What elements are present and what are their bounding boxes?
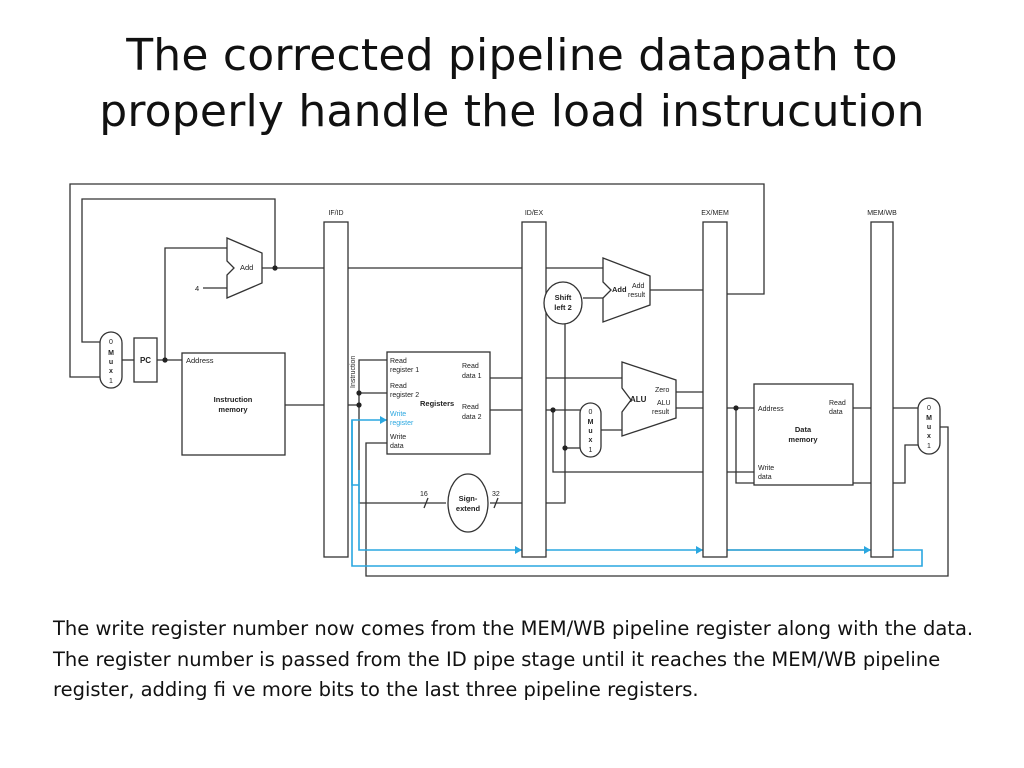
svg-text:left 2: left 2 [554,303,572,312]
pc-label: PC [140,356,151,365]
svg-text:u: u [927,424,931,431]
svg-text:register: register [390,420,414,427]
svg-text:Add: Add [632,283,645,290]
svg-text:Instruction: Instruction [214,395,253,404]
svg-text:0: 0 [927,405,931,412]
title-line-2: properly handle the load instrucution [99,86,925,137]
alu-mux: 0 M u x 1 [579,402,602,458]
pc-adder: Add 4 [195,237,263,299]
svg-text:register 1: register 1 [390,367,419,374]
branch-adder: Add Add result [602,257,651,323]
exmem-register [702,221,728,558]
svg-text:M: M [588,419,594,426]
slide-title: The corrected pipeline datapath to prope… [0,28,1024,140]
alu: ALU Zero ALU result [621,361,677,437]
write-register-path [351,416,923,567]
alu-label: ALU [630,395,647,404]
exmem-label: EX/MEM [701,210,729,217]
svg-text:Data: Data [795,425,812,434]
svg-text:M: M [108,350,114,357]
svg-text:1: 1 [589,447,593,454]
pc-mux: 0 M u x 1 [99,331,123,389]
svg-text:memory: memory [218,405,248,414]
svg-text:data 1: data 1 [462,373,482,380]
svg-text:x: x [109,368,113,375]
branch-feedback-wire [69,183,765,378]
bits-32: 32 [492,491,500,498]
pc-to-adder-wire [164,247,227,360]
svg-text:data: data [390,443,404,450]
svg-text:memory: memory [788,435,818,444]
svg-text:data 2: data 2 [462,414,482,421]
svg-text:u: u [109,359,113,366]
registers-title: Registers [420,399,454,408]
register-file: Read register 1 Read register 2 Write re… [386,351,491,455]
svg-text:register 2: register 2 [390,392,419,399]
svg-text:Zero: Zero [655,387,670,394]
svg-text:Read: Read [462,404,479,411]
svg-text:data: data [829,409,843,416]
pc-mux-0: 0 [109,339,113,346]
idex-register [521,221,547,558]
svg-text:Read: Read [390,383,407,390]
pc-register: PC [133,337,158,383]
pipeline-registers: IF/ID ID/EX EX/MEM MEM/WB [323,210,897,558]
svg-text:data: data [758,474,772,481]
const-4: 4 [195,284,199,293]
svg-text:Read: Read [829,400,846,407]
svg-text:1: 1 [927,443,931,450]
data-memory: Address Read data Write data Data memory [753,383,854,486]
bits-16: 16 [420,491,428,498]
instruction-bus-wire [348,359,387,406]
pc-plus-4-feedback-wire [81,198,276,343]
title-line-1: The corrected pipeline datapath to [126,30,898,81]
writeback-data-wire [365,426,949,577]
svg-text:result: result [628,292,645,299]
svg-text:x: x [589,437,593,444]
instruction-memory: Address Instruction memory [181,352,286,456]
svg-text:Write: Write [758,465,774,472]
svg-text:u: u [588,428,592,435]
pc-mux-1: 1 [109,378,113,385]
idex-label: ID/EX [525,210,544,217]
svg-text:Shift: Shift [555,293,572,302]
shift-left-2: Shift left 2 [543,281,583,325]
svg-text:ALU: ALU [657,400,671,407]
ifid-label: IF/ID [328,210,343,217]
imem-address-label: Address [186,356,214,365]
svg-text:Read: Read [462,363,479,370]
svg-text:x: x [927,433,931,440]
store-data-wire [552,410,703,473]
writeback-mux: 0 M u x 1 [917,397,941,455]
svg-text:extend: extend [456,504,481,513]
sign-extend: Sign- extend 16 32 [420,473,500,533]
svg-text:Sign-: Sign- [459,494,478,503]
pipeline-datapath-diagram: 0 M u x 1 PC Add 4 Address Instruction m… [69,183,949,577]
slide-caption: The write register number now comes from… [53,617,974,701]
svg-text:Read: Read [390,358,407,365]
svg-text:0: 0 [589,409,593,416]
memwb-label: MEM/WB [867,210,897,217]
svg-text:Write: Write [390,411,406,418]
svg-text:M: M [926,415,932,422]
svg-text:result: result [652,409,669,416]
svg-text:Write: Write [390,434,406,441]
pc-adder-label: Add [240,263,253,272]
svg-text:Add: Add [612,285,627,294]
instruction-bus-label: Instruction [350,356,357,388]
memwb-register [870,221,894,558]
svg-text:Address: Address [758,406,784,413]
ifid-register [323,221,349,558]
